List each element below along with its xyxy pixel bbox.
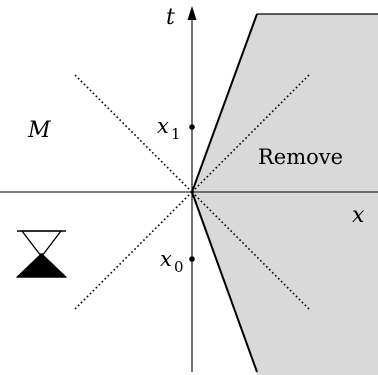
hourglass-icon	[15, 230, 68, 278]
point-x0	[189, 256, 195, 262]
point-x1-label: x	[157, 114, 169, 138]
light-cone-future-right	[191, 73, 311, 193]
remove-region-label: Remove	[258, 145, 343, 169]
light-cone-past-left	[73, 191, 193, 311]
manifold-label: M	[27, 118, 51, 143]
t-axis-label: t	[166, 5, 175, 30]
point-x1-subscript: 1	[171, 125, 181, 143]
light-cone-past-right	[191, 191, 311, 311]
t-axis-arrowhead	[187, 6, 197, 20]
region-boundary-upper	[191, 13, 258, 193]
point-x1	[189, 124, 195, 130]
light-cone-future-left	[73, 73, 193, 193]
x-axis-label: x	[352, 203, 365, 228]
removed-region	[192, 14, 378, 375]
point-x0-subscript: 0	[174, 258, 184, 276]
region-boundary-lower	[191, 191, 258, 373]
point-x0-label: x	[160, 247, 172, 271]
